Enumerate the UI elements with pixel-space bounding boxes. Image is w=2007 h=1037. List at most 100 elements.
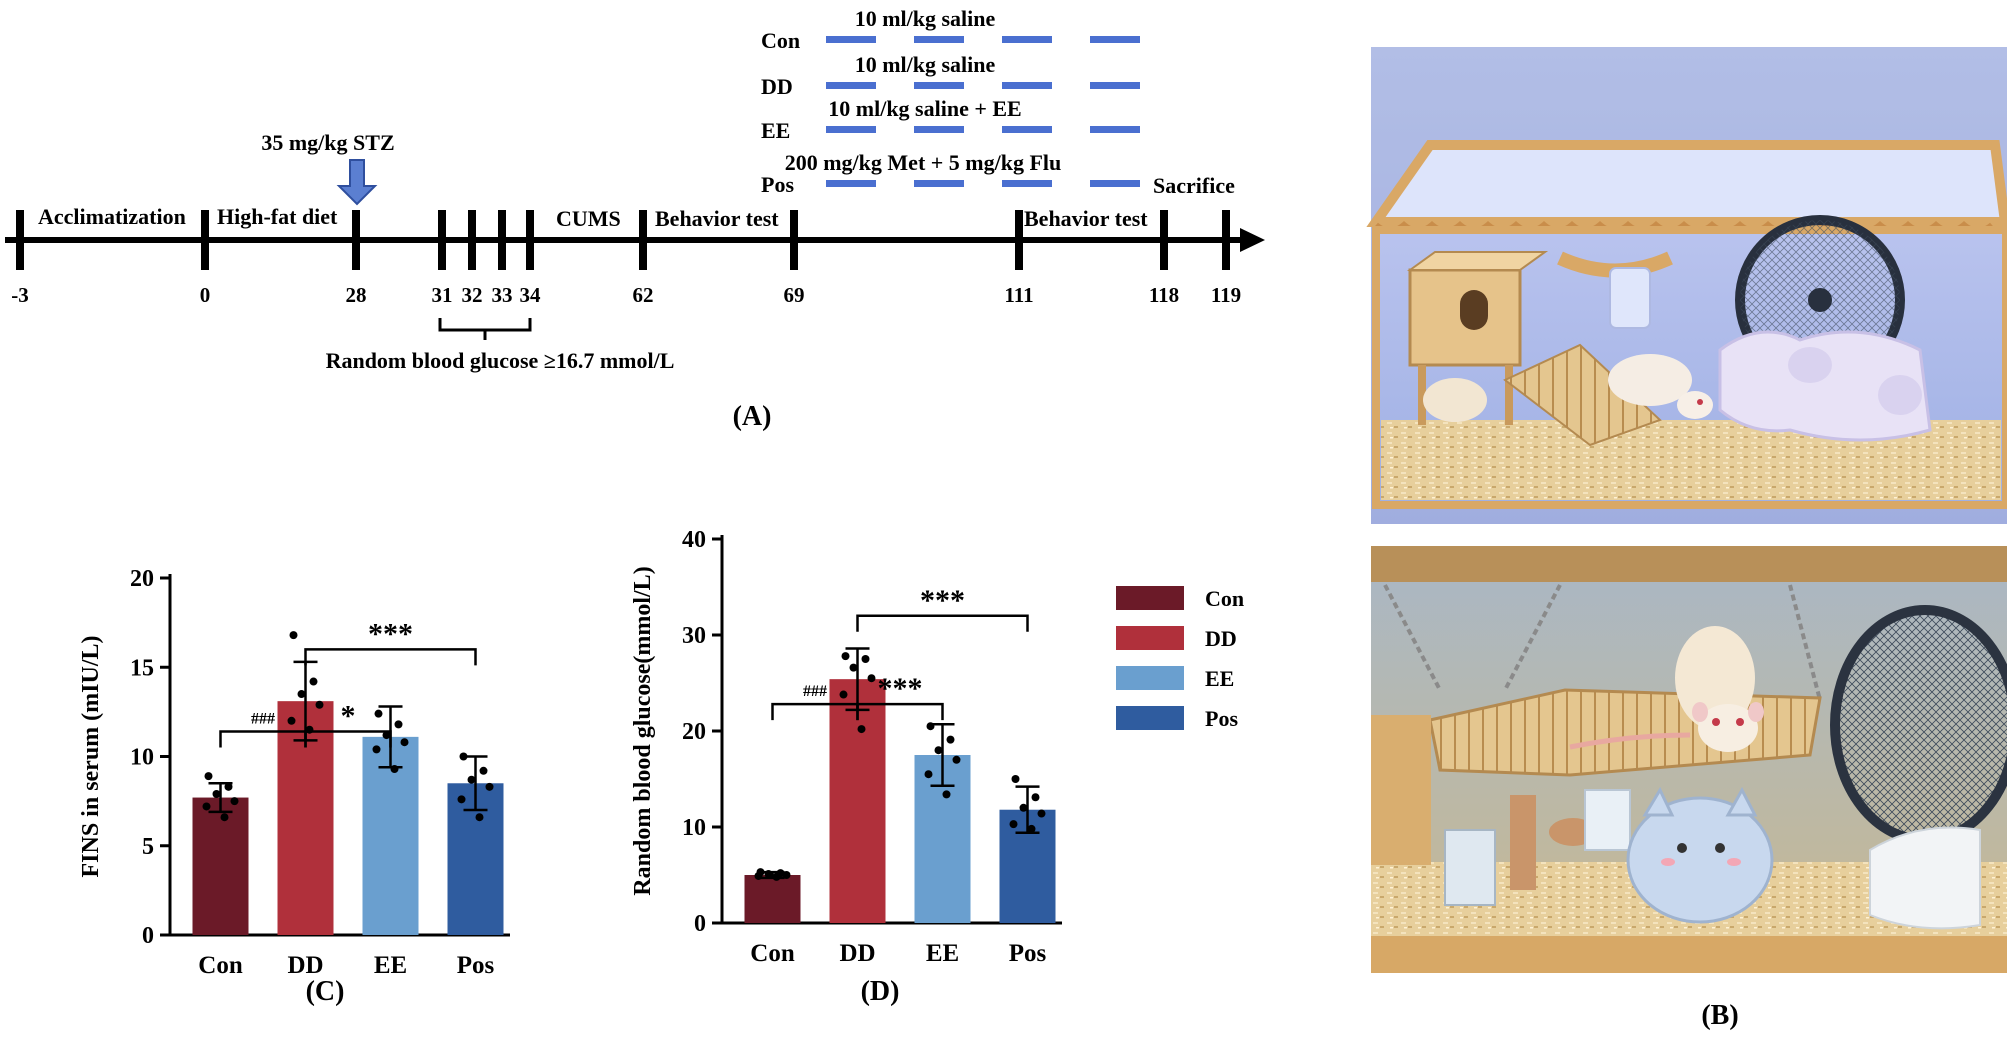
significance-bracket xyxy=(304,648,477,666)
x-tick-label: EE xyxy=(926,940,959,967)
legend-swatch xyxy=(1116,586,1184,610)
timeline-day-label: 119 xyxy=(1211,283,1241,307)
x-tick-label: Con xyxy=(750,940,795,967)
data-point xyxy=(754,871,763,880)
group-treatment: 10 ml/kg saline + EE xyxy=(828,96,1021,121)
dosing-dash xyxy=(914,36,964,43)
data-point xyxy=(946,735,955,744)
data-point xyxy=(926,722,935,731)
data-point xyxy=(861,655,870,663)
timeline-stage-label: CUMS xyxy=(556,206,621,231)
data-point xyxy=(309,677,318,686)
glucose-bracket xyxy=(438,318,532,340)
y-tick-label: 30 xyxy=(682,623,706,649)
data-point xyxy=(1031,793,1040,802)
group-treatment: 10 ml/kg saline xyxy=(855,6,996,31)
data-point xyxy=(390,764,399,773)
group-treatment: 200 mg/kg Met + 5 mg/kg Flu xyxy=(785,150,1062,175)
data-point xyxy=(230,797,239,806)
x-tick-label: Pos xyxy=(1009,940,1047,967)
dosing-dash xyxy=(1090,36,1140,43)
data-point xyxy=(1011,775,1020,783)
data-point xyxy=(220,813,229,822)
significance-bracket xyxy=(856,614,1029,632)
data-point xyxy=(202,802,211,811)
significance-label: * xyxy=(341,700,356,733)
stz-label: 35 mg/kg STZ xyxy=(261,130,394,155)
data-point xyxy=(764,870,773,879)
timeline-day-label: 32 xyxy=(462,283,483,307)
dosing-dash xyxy=(1002,36,1052,43)
timeline-day-label: 34 xyxy=(520,283,542,307)
bar xyxy=(744,875,801,923)
x-tick-label: DD xyxy=(287,952,323,979)
y-tick-label: 20 xyxy=(682,719,706,745)
timeline-stage-label: Sacrifice xyxy=(1153,173,1235,198)
legend-label: Con xyxy=(1205,586,1244,611)
panel-label-b: (B) xyxy=(1701,1000,1738,1031)
legend-label: DD xyxy=(1205,626,1237,651)
data-point xyxy=(952,755,961,764)
timeline-stage-label: Acclimatization xyxy=(38,204,186,229)
timeline-day-label: 118 xyxy=(1149,283,1179,307)
y-tick-label: 0 xyxy=(142,923,154,949)
data-point xyxy=(849,663,858,672)
dosing-dash xyxy=(1002,126,1052,133)
timeline-arrowhead xyxy=(1240,228,1265,252)
data-point xyxy=(934,746,943,755)
legend-label: EE xyxy=(1205,666,1234,691)
data-point xyxy=(475,813,484,822)
data-point xyxy=(485,782,494,791)
data-point xyxy=(479,766,488,775)
group-name: Pos xyxy=(761,172,794,197)
timeline-stage-label: High-fat diet xyxy=(217,204,338,229)
y-tick-label: 5 xyxy=(142,834,154,860)
photo-top-cage xyxy=(1366,47,2007,524)
data-point xyxy=(867,674,876,683)
timeline-day-label: 33 xyxy=(492,283,513,307)
dosing-dash xyxy=(1002,180,1052,187)
data-point xyxy=(457,795,466,804)
significance-label: *** xyxy=(920,584,965,617)
photo-bottom-rat xyxy=(1371,546,2007,973)
bar xyxy=(192,797,249,935)
significance-label: *** xyxy=(878,672,923,705)
group-treatment: 10 ml/kg saline xyxy=(855,52,996,77)
y-tick-label: 10 xyxy=(130,745,154,771)
timeline-day-label: 28 xyxy=(346,283,367,307)
dosing-dash xyxy=(1090,126,1140,133)
data-point xyxy=(841,652,850,661)
data-point xyxy=(297,690,306,699)
significance-label: ### xyxy=(251,711,275,728)
y-tick-label: 15 xyxy=(130,655,154,681)
data-point xyxy=(400,738,409,747)
data-point xyxy=(839,690,848,699)
timeline-day-label: 111 xyxy=(1004,283,1033,307)
data-point xyxy=(942,790,951,799)
timeline-day-label: 62 xyxy=(633,283,654,307)
timeline-day-label: 0 xyxy=(200,283,211,307)
timeline-day-label: 31 xyxy=(432,283,453,307)
dosing-dash xyxy=(1090,180,1140,187)
data-point xyxy=(459,752,468,761)
legend-swatch xyxy=(1116,626,1184,650)
data-point xyxy=(924,770,933,779)
glucose-note: Random blood glucose ≥16.7 mmol/L xyxy=(326,348,675,373)
y-tick-label: 40 xyxy=(682,527,706,553)
y-tick-label: 20 xyxy=(130,566,154,592)
data-point xyxy=(224,782,233,791)
x-tick-label: EE xyxy=(374,952,407,979)
data-point xyxy=(394,720,403,729)
data-point xyxy=(1009,820,1018,829)
timeline-stage-label: Behavior test xyxy=(1024,206,1148,231)
dosing-dash xyxy=(914,126,964,133)
x-tick-label: DD xyxy=(839,940,875,967)
dosing-dash xyxy=(826,180,876,187)
panel-label-d: (D) xyxy=(861,976,900,1007)
significance-bracket xyxy=(856,702,944,721)
